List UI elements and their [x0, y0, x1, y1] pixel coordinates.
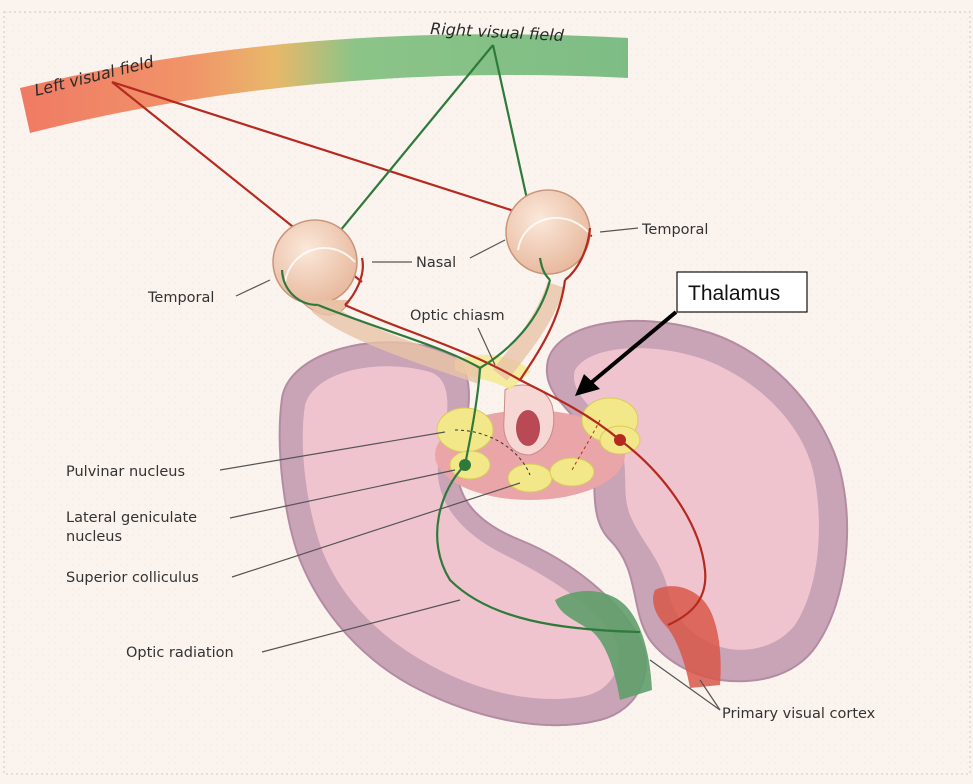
lgn-label-line2: nucleus — [66, 529, 122, 545]
temporal-label-right: Temporal — [641, 222, 708, 238]
left-lgn-synapse — [459, 459, 471, 471]
left-eyeball — [273, 220, 357, 304]
pulvinar-label: Pulvinar nucleus — [66, 464, 185, 480]
lgn-label-line1: Lateral geniculate — [66, 510, 197, 526]
thalamus-label: Thalamus — [688, 282, 780, 305]
optic-radiation-label: Optic radiation — [126, 645, 234, 661]
temporal-label-left: Temporal — [147, 290, 214, 306]
left-pulvinar — [437, 408, 493, 452]
right-superior-colliculus — [550, 458, 594, 486]
right-lgn-synapse — [614, 434, 626, 446]
right-eyeball — [506, 190, 590, 274]
superior-colliculus-label: Superior colliculus — [66, 570, 199, 586]
ventricle-core — [516, 410, 540, 446]
optic-chiasm-label: Optic chiasm — [410, 308, 505, 324]
primary-visual-cortex-label: Primary visual cortex — [722, 706, 876, 722]
right-eye — [506, 190, 590, 274]
left-superior-colliculus — [508, 464, 552, 492]
nasal-label: Nasal — [416, 255, 456, 271]
